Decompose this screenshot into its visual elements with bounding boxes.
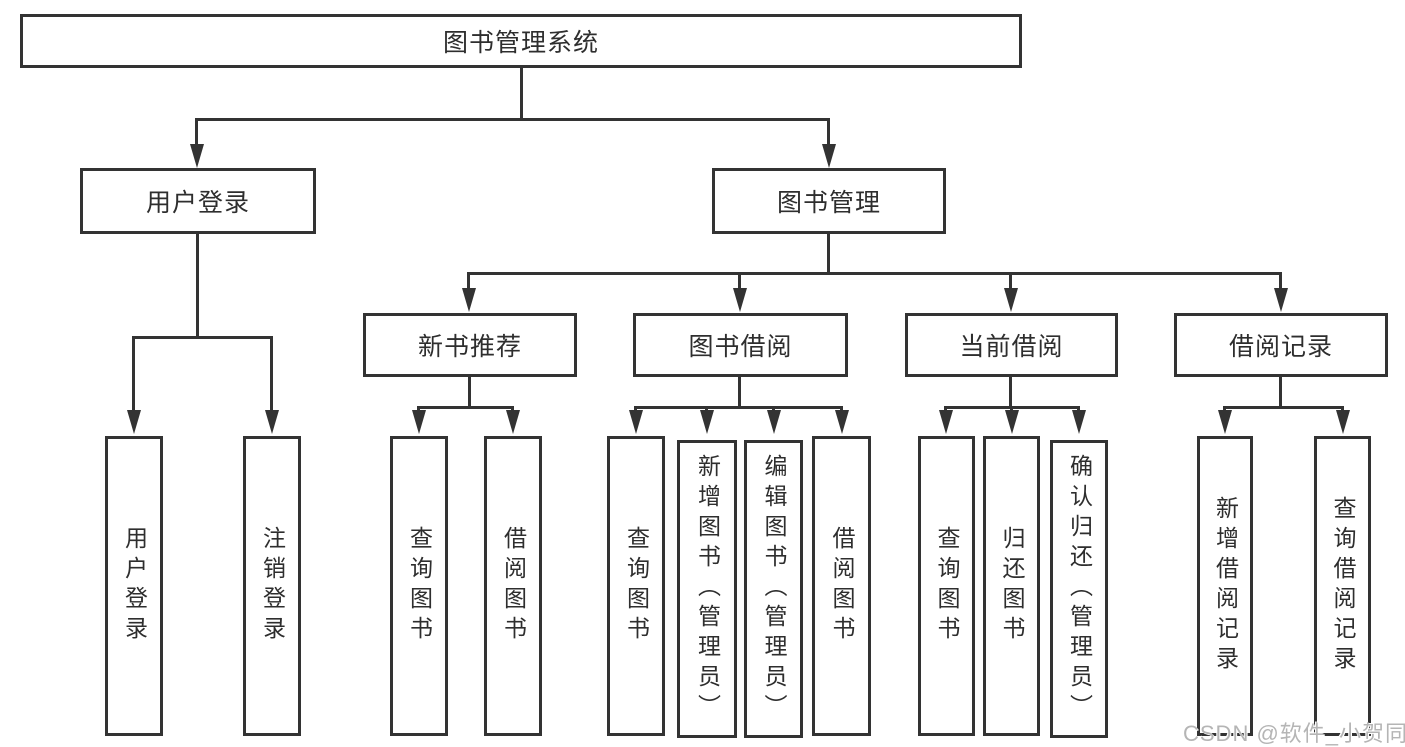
csdn-watermark: CSDN @软件_小贺同学 <box>1183 721 1405 746</box>
connector-hline <box>134 336 273 339</box>
node-label: 查询图书 <box>406 526 433 646</box>
node-label: 图书借阅 <box>688 333 793 361</box>
connector-vline <box>738 272 741 290</box>
leaf-borrowing-edit-books-admin: 编辑图书（管理员） <box>744 440 803 738</box>
connector-hline <box>1225 406 1343 409</box>
leaf-recommend-query-books: 查询图书 <box>390 436 448 736</box>
node-label: 图书管理 <box>776 189 881 217</box>
arrowhead-down-icon <box>127 410 141 434</box>
node-label: 查询借阅记录 <box>1330 496 1356 676</box>
leaf-records-query-borrow-record: 查询借阅记录 <box>1314 436 1371 736</box>
node-label: 查询图书 <box>934 526 960 646</box>
node-label: 新增图书（管理员） <box>694 454 721 724</box>
node-user-login: 用户登录 <box>80 168 316 234</box>
connector-hline <box>419 406 514 409</box>
node-label: 新增借阅记录 <box>1212 496 1239 676</box>
arrowhead-down-icon <box>1004 288 1018 312</box>
node-label: 借阅记录 <box>1228 333 1333 361</box>
arrowhead-down-icon <box>1336 410 1350 434</box>
leaf-borrowing-add-books-admin: 新增图书（管理员） <box>677 440 737 738</box>
leaf-borrowing-borrow-books: 借阅图书 <box>812 436 871 736</box>
node-label: 归还图书 <box>999 526 1025 646</box>
connector-vline <box>132 336 135 412</box>
arrowhead-down-icon <box>1072 410 1086 434</box>
connector-vline <box>1279 377 1282 409</box>
connector-vline <box>738 377 741 409</box>
arrowhead-down-icon <box>506 410 520 434</box>
connector-vline <box>468 377 471 409</box>
arrowhead-down-icon <box>190 144 204 168</box>
connector-vline <box>1009 272 1012 290</box>
connector-vline <box>196 233 199 339</box>
connector-vline <box>1009 377 1012 409</box>
arrowhead-down-icon <box>1218 410 1232 434</box>
arrowhead-down-icon <box>1274 288 1288 312</box>
node-label: 当前借阅 <box>959 333 1064 361</box>
node-borrowing-records: 借阅记录 <box>1174 313 1388 377</box>
connector-vline <box>1279 272 1282 290</box>
node-new-book-recommendation: 新书推荐 <box>363 313 577 377</box>
node-label: 新书推荐 <box>417 333 522 361</box>
connector-vline <box>467 272 470 290</box>
arrowhead-down-icon <box>733 288 747 312</box>
node-label: 图书管理系统 <box>442 29 599 57</box>
connector-vline <box>270 336 273 412</box>
node-label: 用户登录 <box>145 189 250 217</box>
arrowhead-down-icon <box>462 288 476 312</box>
arrowhead-down-icon <box>939 410 953 434</box>
connector-vline <box>195 118 198 146</box>
node-book-management: 图书管理 <box>712 168 946 234</box>
arrowhead-down-icon <box>265 410 279 434</box>
arrowhead-down-icon <box>1005 410 1019 434</box>
connector-hline <box>636 406 842 409</box>
connector-vline <box>520 67 523 121</box>
leaf-current-return-books: 归还图书 <box>983 436 1040 736</box>
connector-hline <box>469 272 1282 275</box>
connector-hline <box>197 118 830 121</box>
node-label: 确认归还（管理员） <box>1066 454 1093 724</box>
node-book-borrowing: 图书借阅 <box>633 313 848 377</box>
node-label: 查询图书 <box>623 526 650 646</box>
leaf-current-query-books: 查询图书 <box>918 436 975 736</box>
node-label: 注销登录 <box>259 526 286 646</box>
leaf-borrowing-query-books: 查询图书 <box>607 436 665 736</box>
leaf-recommend-borrow-books: 借阅图书 <box>484 436 542 736</box>
arrowhead-down-icon <box>700 410 714 434</box>
arrowhead-down-icon <box>767 410 781 434</box>
node-library-management-system: 图书管理系统 <box>20 14 1022 68</box>
node-label: 借阅图书 <box>500 526 527 646</box>
node-label: 用户登录 <box>121 526 148 646</box>
arrowhead-down-icon <box>412 410 426 434</box>
leaf-records-add-borrow-record: 新增借阅记录 <box>1197 436 1253 736</box>
node-current-borrowing: 当前借阅 <box>905 313 1118 377</box>
node-label: 借阅图书 <box>829 526 855 646</box>
connector-vline <box>827 233 830 275</box>
leaf-user-login: 用户登录 <box>105 436 163 736</box>
node-label: 编辑图书（管理员） <box>761 454 787 724</box>
arrowhead-down-icon <box>822 144 836 168</box>
connector-vline <box>827 118 830 146</box>
leaf-logout: 注销登录 <box>243 436 301 736</box>
arrowhead-down-icon <box>835 410 849 434</box>
arrowhead-down-icon <box>629 410 643 434</box>
leaf-current-confirm-return-admin: 确认归还（管理员） <box>1050 440 1108 738</box>
